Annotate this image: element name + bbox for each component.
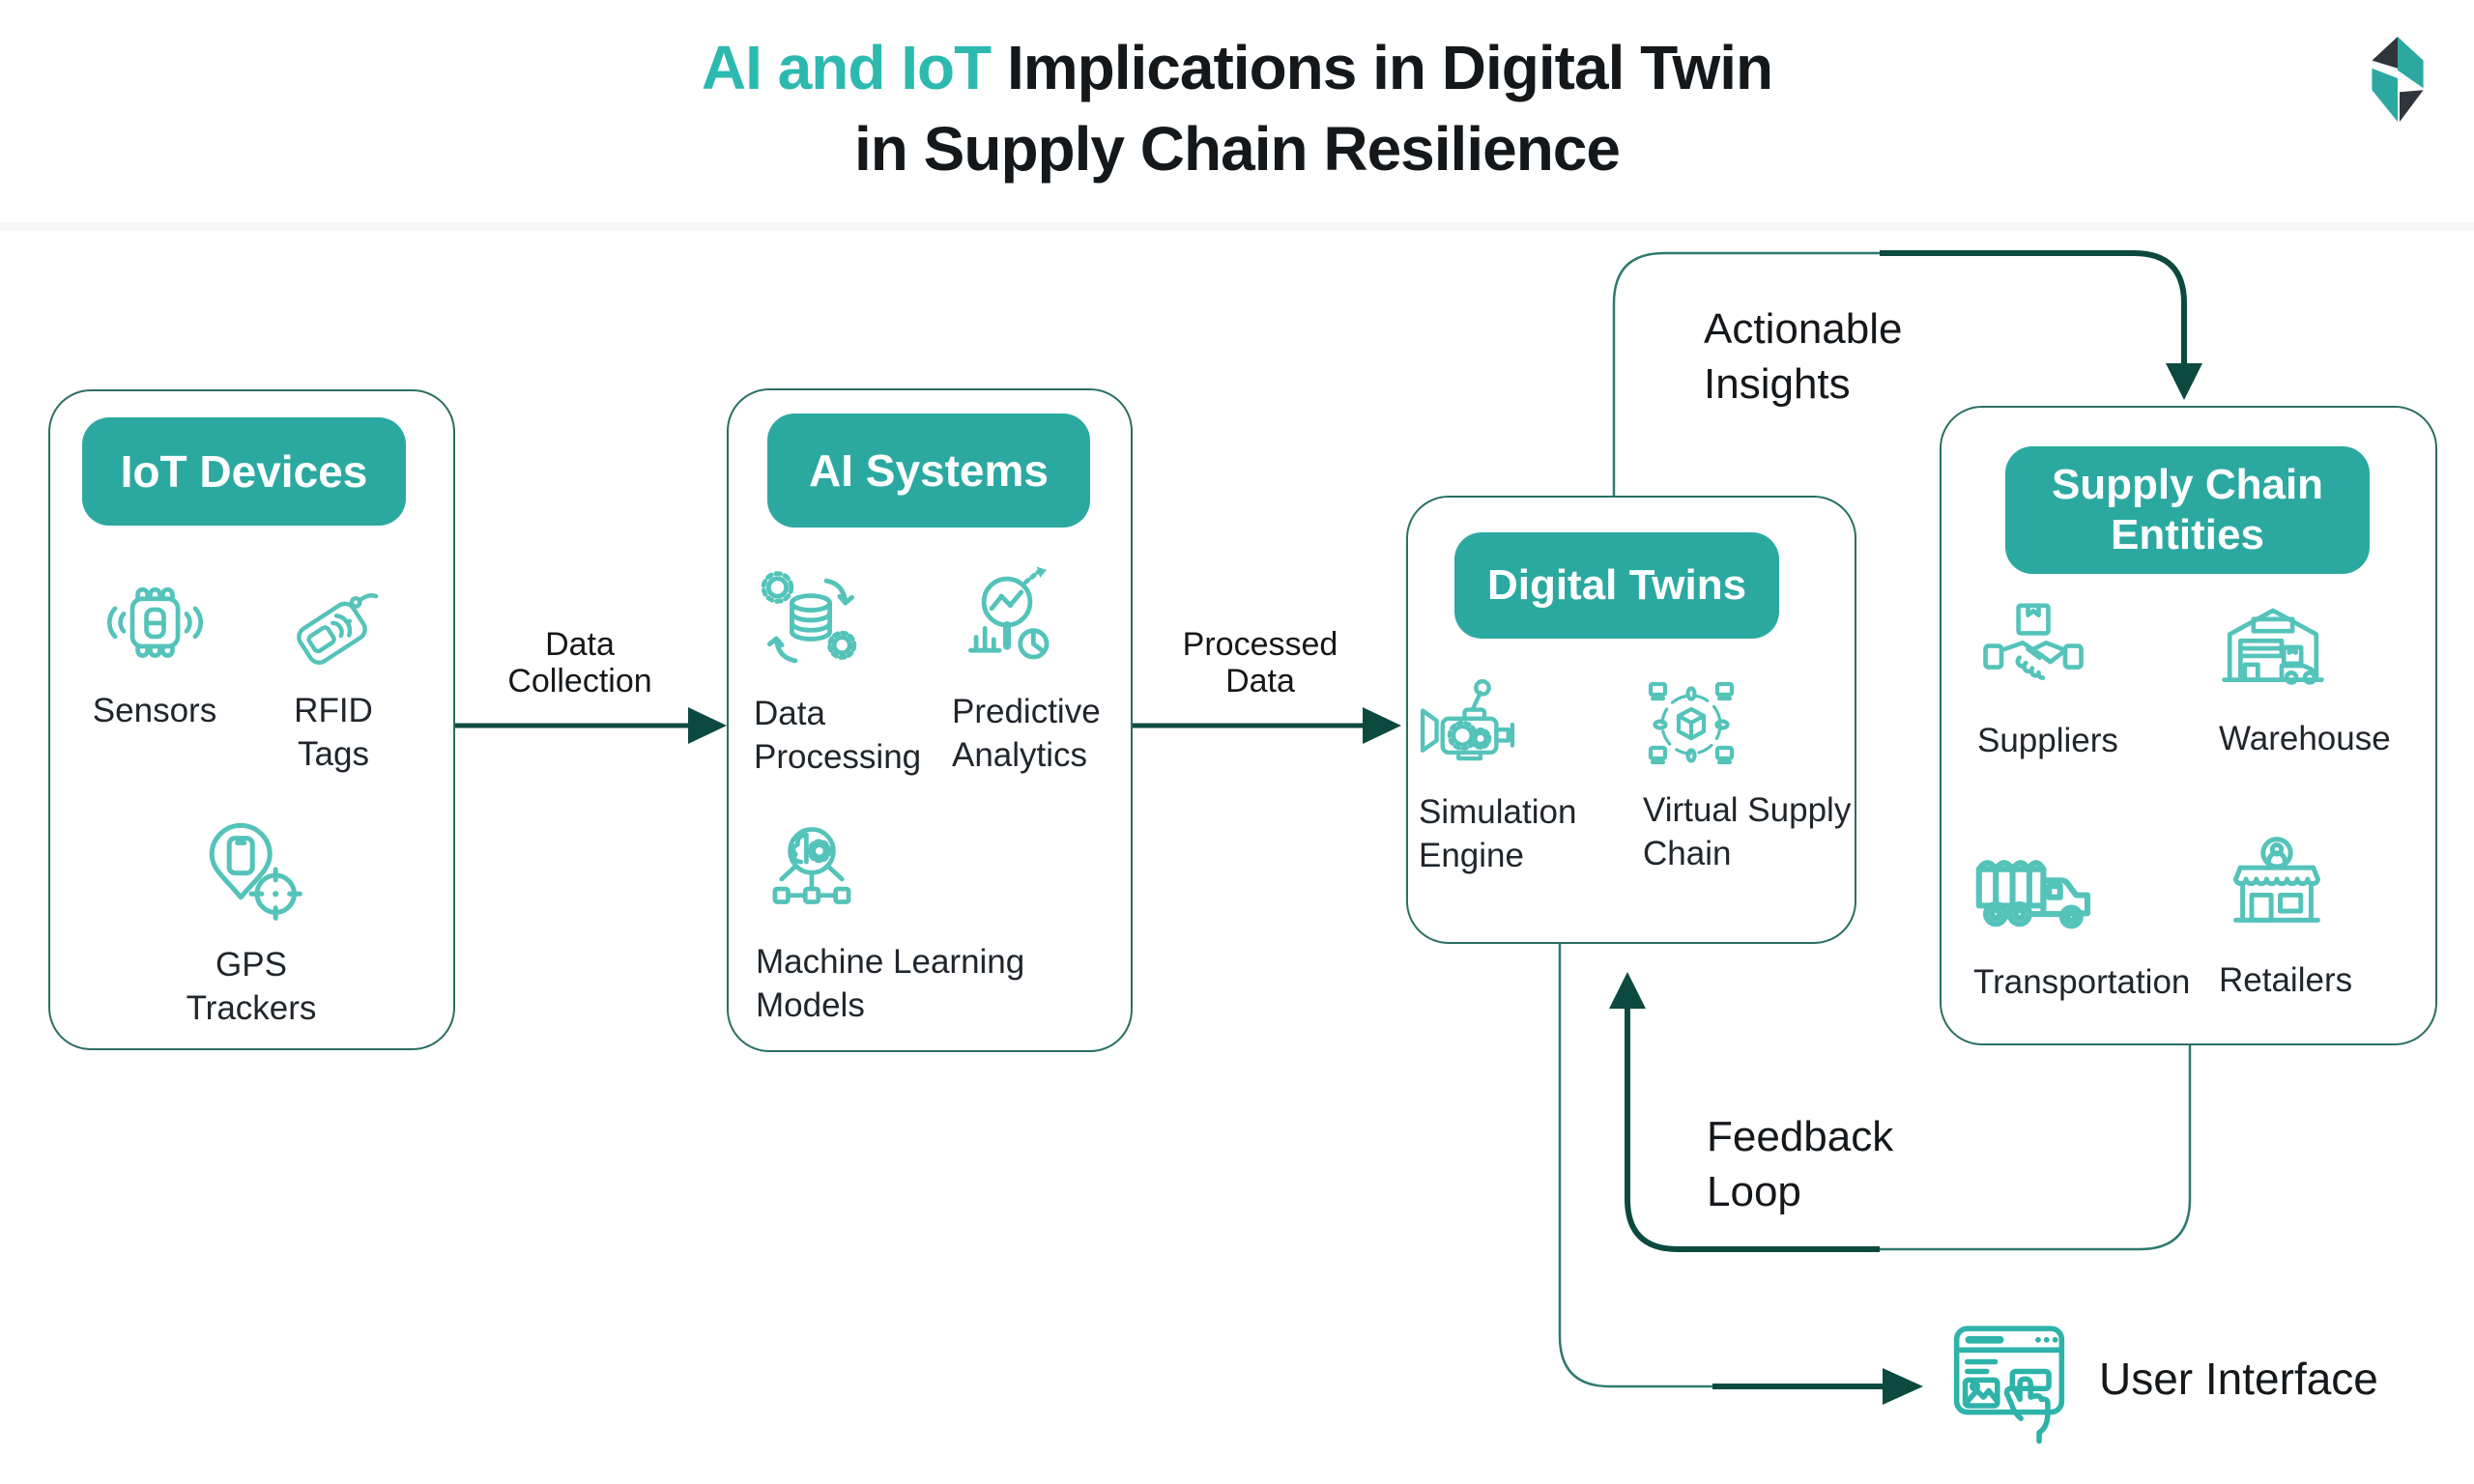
title-rest: Implications in Digital Twin — [1006, 33, 1773, 102]
item-label: Data Processing — [754, 695, 922, 776]
item-retailers: Retailers — [2219, 829, 2412, 1002]
item-gps-trackers: GPS Trackers — [150, 812, 353, 1030]
warehouse-icon — [2222, 608, 2324, 685]
header-divider — [0, 222, 2474, 231]
item-label: Suppliers — [1977, 722, 2118, 759]
ai-systems-box: AI Systems — [727, 388, 1133, 1052]
item-label: Machine Learning Models — [756, 943, 1025, 1024]
item-label: Sensors — [92, 692, 217, 729]
machine-learning-icon — [772, 827, 851, 904]
iot-devices-box: IoT Devices — [48, 389, 455, 1050]
item-label: Retailers — [2219, 961, 2353, 999]
data-collection-arrow — [454, 707, 727, 744]
item-label: Simulation Engine — [1419, 793, 1577, 874]
page-title: AI and IoT Implications in Digital Twin … — [0, 27, 2474, 189]
digital-twins-pill: Digital Twins — [1454, 532, 1779, 639]
item-label: Transportation — [1973, 963, 2191, 1001]
digital-twins-box: Digital Twins — [1406, 496, 1856, 944]
data-collection-label: Data Collection — [507, 626, 652, 699]
item-data-processing: Data Processing — [754, 565, 947, 779]
actionable-insights-label: Actionable Insights — [1704, 305, 1903, 408]
item-label: Predictive Analytics — [952, 693, 1101, 774]
ai-systems-pill: AI Systems — [767, 414, 1090, 528]
iot-devices-pill: IoT Devices — [82, 417, 406, 526]
retailers-store-icon — [2233, 837, 2320, 923]
user-interface-icon — [1953, 1326, 2065, 1444]
supply-chain-entities-box: Supply Chain Entities — [1940, 406, 2437, 1045]
processed-data-arrow — [1131, 707, 1401, 744]
feedback-loop-label: Feedback Loop — [1707, 1113, 1894, 1215]
predictive-analytics-icon — [967, 566, 1050, 660]
processed-data-label: Processed Data — [1182, 626, 1338, 699]
title-line2: in Supply Chain Resilience — [854, 114, 1621, 184]
item-rfid-tags: RFID Tags — [256, 572, 411, 776]
item-sensors: Sensors — [82, 565, 227, 732]
item-machine-learning-models: Machine Learning Models — [756, 816, 1046, 1027]
item-transportation: Transportation — [1973, 833, 2234, 1004]
simulation-engine-icon — [1420, 678, 1515, 761]
brand-logo — [2372, 37, 2424, 122]
actionable-insights-arrow — [1612, 250, 2202, 496]
gps-tracker-icon — [209, 822, 302, 921]
suppliers-handshake-icon — [1983, 603, 2084, 680]
item-label: Warehouse — [2219, 720, 2391, 757]
transportation-truck-icon — [1975, 860, 2091, 929]
item-predictive-analytics: Predictive Analytics — [952, 560, 1145, 777]
rfid-tag-icon — [297, 593, 379, 665]
title-highlight: AI and IoT — [701, 33, 1007, 102]
sensor-chip-icon — [106, 586, 203, 658]
item-label: GPS Trackers — [186, 946, 317, 1027]
user-interface-arrow — [1558, 940, 1923, 1405]
supply-chain-entities-pill: Supply Chain Entities — [2005, 446, 2370, 574]
item-label: Virtual Supply Chain — [1643, 791, 1852, 872]
virtual-supply-chain-icon — [1648, 681, 1735, 765]
item-label: RFID Tags — [294, 692, 373, 773]
item-warehouse: Warehouse — [2219, 593, 2422, 760]
item-simulation-engine: Simulation Engine — [1419, 674, 1612, 877]
feedback-loop-arrow — [1609, 972, 2192, 1252]
data-processing-icon — [761, 571, 857, 664]
item-virtual-supply-chain: Virtual Supply Chain — [1643, 676, 1875, 875]
item-suppliers: Suppliers — [1977, 597, 2190, 762]
user-interface-label: User Interface — [2099, 1354, 2378, 1404]
